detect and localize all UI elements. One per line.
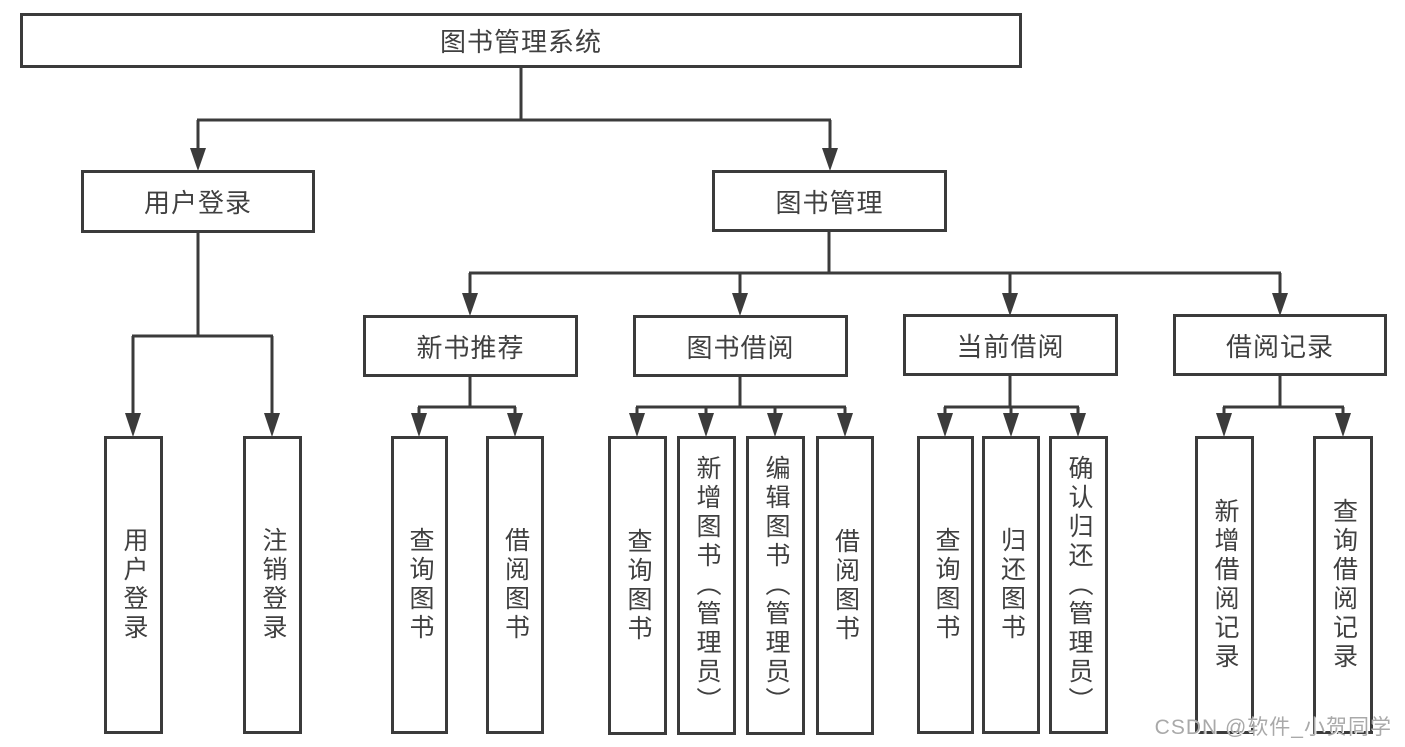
node-borrow-records: 借阅记录 — [1173, 314, 1387, 376]
leaf-label: 注销登录 — [259, 527, 287, 643]
leaf-query-book-2: 查询图书 — [608, 436, 667, 735]
node-root: 图书管理系统 — [20, 13, 1022, 68]
leaf-logout: 注销登录 — [243, 436, 302, 734]
node-current-borrow: 当前借阅 — [903, 314, 1118, 376]
leaf-label: 用户登录 — [120, 527, 148, 643]
leaf-label: 借阅图书 — [501, 527, 530, 643]
leaf-borrow-book-2: 借阅图书 — [816, 436, 874, 735]
leaf-query-book-1: 查询图书 — [391, 436, 448, 734]
node-book-borrow: 图书借阅 — [633, 315, 848, 377]
leaf-edit-book-admin: 编辑图书（管理员） — [746, 436, 805, 735]
leaf-borrow-book-1: 借阅图书 — [486, 436, 544, 734]
leaf-return-book: 归还图书 — [982, 436, 1040, 734]
leaf-label: 查询图书 — [406, 527, 434, 643]
leaf-label: 新增借阅记录 — [1211, 498, 1239, 672]
leaf-label: 借阅图书 — [831, 527, 860, 644]
leaf-label: 确认归还（管理员） — [1065, 454, 1093, 716]
leaf-label: 归还图书 — [997, 527, 1026, 643]
node-user-login: 用户登录 — [81, 170, 315, 233]
node-book-management: 图书管理 — [712, 170, 947, 232]
node-new-book-recommend: 新书推荐 — [363, 315, 578, 377]
leaf-label: 编辑图书（管理员） — [762, 455, 790, 716]
leaf-query-borrow-record: 查询借阅记录 — [1313, 436, 1373, 734]
leaf-label: 新增图书（管理员） — [693, 455, 721, 716]
leaf-label: 查询图书 — [932, 527, 960, 643]
leaf-confirm-return-admin: 确认归还（管理员） — [1049, 436, 1108, 734]
leaf-query-book-3: 查询图书 — [917, 436, 974, 734]
leaf-user-login: 用户登录 — [104, 436, 163, 734]
leaf-label: 查询图书 — [624, 527, 652, 644]
leaf-add-borrow-record: 新增借阅记录 — [1195, 436, 1254, 734]
leaf-label: 查询借阅记录 — [1329, 498, 1358, 672]
leaf-add-book-admin: 新增图书（管理员） — [677, 436, 736, 735]
watermark: CSDN @软件_小贺同学 — [1154, 716, 1392, 739]
